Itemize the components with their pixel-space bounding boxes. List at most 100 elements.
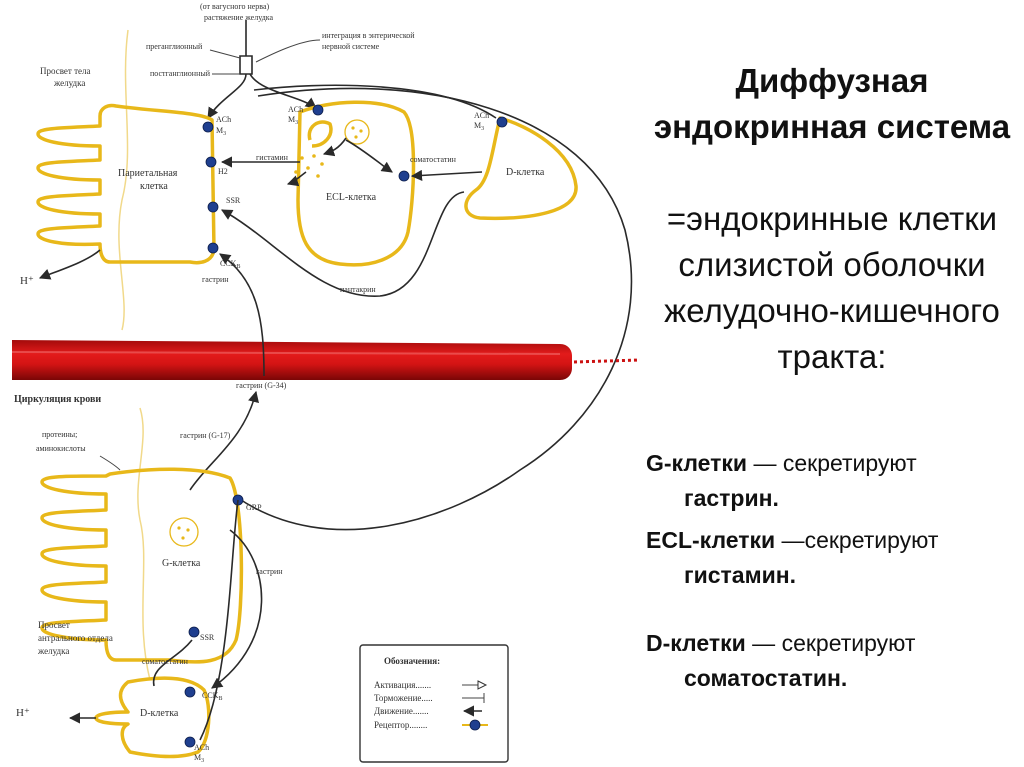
panel-title-bold: Диффузная эндокринная система [653, 62, 1011, 145]
lumen-antrum-label-3: желудка [37, 646, 69, 656]
histamine-dot [320, 162, 324, 166]
item-g-cells: G-клетки — секретируют гастрин. [646, 449, 1024, 513]
legend-inhibition: Торможение..... [374, 693, 433, 703]
vesicle-dot [359, 129, 363, 133]
ach-label-parietal: ACh [216, 115, 231, 124]
d-cell-upper-outline [464, 116, 578, 221]
ach-to-ecl-histamine [345, 139, 393, 173]
g-cell-label: G-клетка [162, 558, 201, 569]
blood-highlight [11, 351, 561, 355]
legend-movement: Движение....... [374, 706, 429, 716]
gastrin-blood-to-parietal [219, 253, 265, 377]
proteins-pointer [99, 455, 121, 471]
legend: Обозначения: Активация....... Торможение… [359, 644, 509, 763]
legend-title: Обозначения: [384, 656, 440, 666]
ecl-inner-membrane [307, 120, 333, 148]
description-panel: Диффузная эндокринная система =эндокринн… [640, 0, 1024, 767]
item-d-dash: — [745, 630, 782, 656]
ach-label-d-upper: ACh [474, 111, 489, 120]
proteins-label-1: протеины; [42, 430, 77, 439]
receptor-cck-parietal [207, 242, 219, 254]
item-ecl-verb: секретируют [804, 527, 939, 553]
m3-label-d-lower: M3 [194, 753, 204, 764]
item-ecl-cells: ECL-клетки —секретируют гистамин. [646, 526, 1024, 590]
histamine-label: гистамин [256, 153, 289, 162]
legend-receptor: Рецептор........ [374, 720, 427, 730]
ach-label-ecl: ACh [288, 105, 303, 114]
gastrin-g-cell-to-d-lower [211, 529, 263, 689]
gastrin-g17-label: гастрин (G-17) [180, 431, 231, 440]
item-d-name: D-клетки [646, 630, 746, 656]
receptor-ach-parietal [202, 121, 214, 133]
item-g-name: G-клетки [646, 450, 748, 476]
parietal-label-1: Париетальная [118, 168, 178, 179]
ecl-granule-vesicle [344, 119, 370, 145]
item-d-verb: секретируют [781, 630, 916, 656]
vesicle-dot [351, 126, 355, 130]
legend-receptor-symbol [469, 719, 481, 731]
legend-activation-head [477, 680, 488, 690]
gastrin-g-cell-to-blood [189, 390, 259, 491]
somatostatin-to-g-cell [152, 639, 193, 687]
h-plus-label-lower: H⁺ [16, 707, 30, 719]
gastrin-label-parietal: гастрин [202, 275, 229, 284]
pregang-label: преганглионный [146, 42, 203, 51]
nerve-terminal [239, 55, 253, 75]
g-cell-outline [40, 467, 244, 664]
receptor-h2-parietal [205, 156, 217, 168]
vesicle-dot [186, 528, 190, 532]
proteins-label-2: аминокислоты [36, 444, 86, 453]
parietal-label-2: клетка [140, 181, 168, 192]
ecl-cell-outline [296, 100, 416, 267]
somatostatin-to-ecl [410, 169, 483, 182]
vesicle-dot [354, 135, 358, 139]
nerve-long-loop [237, 87, 633, 531]
lumen-boundary-upper [118, 29, 129, 331]
g-cell-vesicle [169, 517, 199, 547]
histamine-dot [306, 166, 310, 170]
vesicle-dot [181, 536, 185, 540]
m3-label-ecl: M3 [288, 115, 298, 126]
legend-inhibition-symbol [462, 693, 485, 703]
h-plus-arrow-upper [38, 249, 101, 280]
nerve-to-parietal [207, 73, 247, 119]
receptor-cck-d-lower [184, 686, 196, 698]
lumen-antrum-label-1: Просвет [38, 620, 70, 630]
cck-label-d-lower: CCKB [202, 691, 222, 702]
item-d-cells: D-клетки — секретируют соматостатин. [646, 629, 1024, 693]
h2-label: H2 [218, 167, 228, 176]
item-g-product: гастрин. [684, 485, 779, 511]
legend-activation: Активация....... [374, 680, 431, 690]
receptor-ach-d-lower [184, 736, 196, 748]
integration-pointer [255, 39, 321, 63]
vesicle-dot [177, 526, 181, 530]
receptor-ssr-g-cell [188, 626, 200, 638]
histamine-release-arrow [286, 171, 307, 187]
vesicle-release-arrow [322, 137, 347, 157]
lumen-boundary-lower [137, 407, 151, 681]
ecl-label: ECL-клетка [326, 192, 377, 203]
h-plus-label-upper: H⁺ [20, 275, 34, 287]
receptor-ssr-ecl [398, 170, 410, 182]
ssr-label-g-cell: SSR [200, 633, 215, 642]
item-ecl-product: гистамин. [684, 562, 797, 588]
gastrin-g34-label: гастрин (G-34) [236, 381, 287, 390]
item-g-verb: секретируют [782, 450, 917, 476]
gastrin-label-lower: гастрин [256, 567, 283, 576]
histamine-dot [312, 154, 316, 158]
blood-circulation-label: Циркуляция крови [14, 394, 101, 405]
lumen-antrum-label-2: антрального отдела [38, 633, 113, 643]
somatostatin-to-parietal-ssr [221, 191, 465, 297]
item-ecl-dash: — [775, 527, 805, 553]
histamine-dot [316, 174, 320, 178]
m3-label-parietal: M3 [216, 126, 226, 137]
lumen-body-label-1: Просвет тела [40, 66, 91, 76]
lumen-body-label-2: желудка [53, 78, 85, 88]
pancreatin-label: пантакрин [340, 285, 376, 294]
pregang-pointer [209, 49, 241, 59]
integration-label-2: нервной системе [322, 42, 380, 51]
grp-label: GRP [246, 503, 262, 512]
vagus-label: (от вагусного нерва) [200, 2, 270, 11]
item-g-dash: — [747, 450, 783, 476]
histamine-dot [294, 170, 298, 174]
